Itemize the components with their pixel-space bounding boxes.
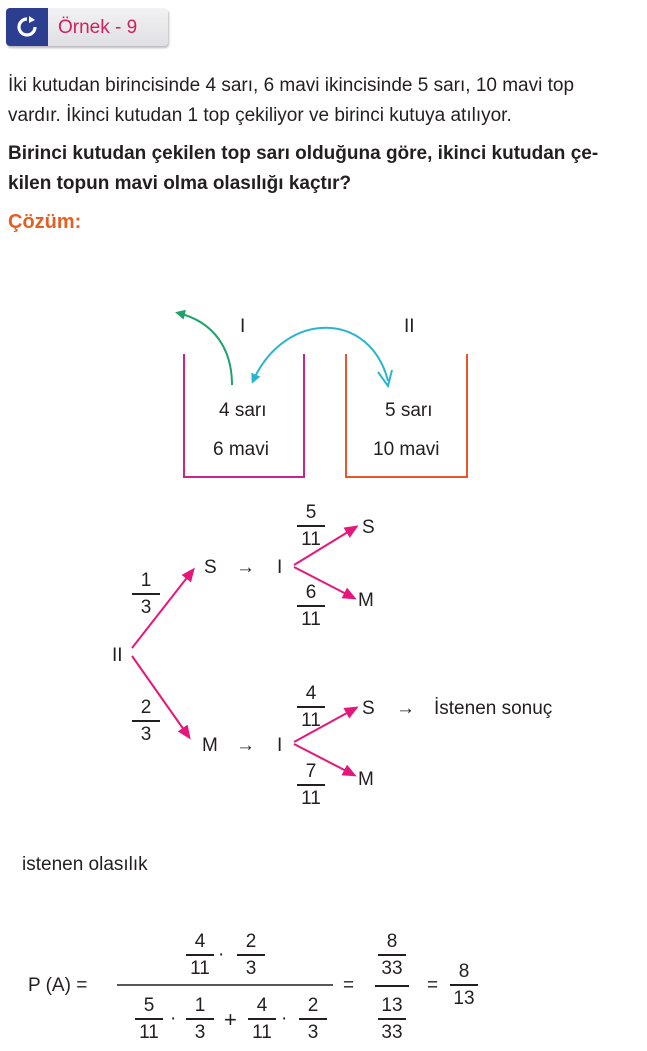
node-m: M (202, 735, 218, 756)
answer-caption: istenen olasılık (22, 854, 148, 875)
box-1-label: I (240, 316, 246, 337)
desired-arrow: → (396, 698, 415, 719)
mid-fraction-bar (375, 985, 409, 987)
upper-s-label: S (362, 517, 375, 538)
lower-box-label: I (277, 735, 283, 756)
equals-1: = (343, 975, 355, 996)
question-line-2: kilen topun mavi olma olasılığı kaçtır? (8, 173, 352, 194)
desired-result-label: İstenen sonuç (434, 698, 553, 719)
solution-label: Çözüm: (8, 211, 82, 233)
problem-line-2: vardır. İkinci kutudan 1 top çekiliyor v… (8, 105, 512, 126)
upper-arrow: → (236, 557, 255, 578)
example-badge: Örnek - 9 (6, 8, 168, 46)
upper-m-label: M (358, 590, 374, 611)
lower-m-label: M (358, 769, 374, 790)
refresh-icon (6, 8, 48, 46)
tree-branch-s (131, 567, 195, 649)
bottom-plus: + (224, 1007, 237, 1032)
box-2-label: II (404, 316, 415, 337)
probability-lhs: P (A) = (28, 975, 88, 996)
tree-branch-m (131, 655, 191, 740)
tree-lower-to-m (293, 743, 357, 777)
box-1-yellow: 4 sarı (219, 400, 267, 421)
tree-lower-to-s (293, 706, 359, 743)
tree-upper-to-s (293, 525, 359, 566)
problem-line-1: İki kutudan birincisinde 4 sarı, 6 mavi … (8, 75, 575, 96)
box-2-yellow: 5 sarı (385, 400, 433, 421)
box-1-blue: 6 mavi (213, 439, 269, 460)
transfer-arrow-head-right (377, 369, 393, 389)
tree-root: II (112, 645, 123, 666)
lower-s-label: S (362, 698, 375, 719)
question-line-1: Birinci kutudan çekilen top sarı olduğun… (8, 143, 599, 164)
transfer-arrow (251, 326, 389, 384)
upper-box-label: I (277, 557, 283, 578)
box-2-blue: 10 mavi (373, 439, 440, 460)
draw-out-arrow (175, 309, 233, 386)
node-s: S (204, 557, 217, 578)
bottom-dot-2: · (281, 1008, 288, 1029)
equals-2: = (427, 975, 439, 996)
lower-arrow: → (236, 735, 255, 756)
box-1-outline (183, 354, 305, 478)
top-dot: · (218, 944, 225, 965)
tree-upper-to-m (293, 566, 357, 600)
bottom-dot-1: · (170, 1008, 177, 1029)
example-title: Örnek - 9 (58, 17, 138, 38)
box-2-outline (345, 354, 468, 478)
